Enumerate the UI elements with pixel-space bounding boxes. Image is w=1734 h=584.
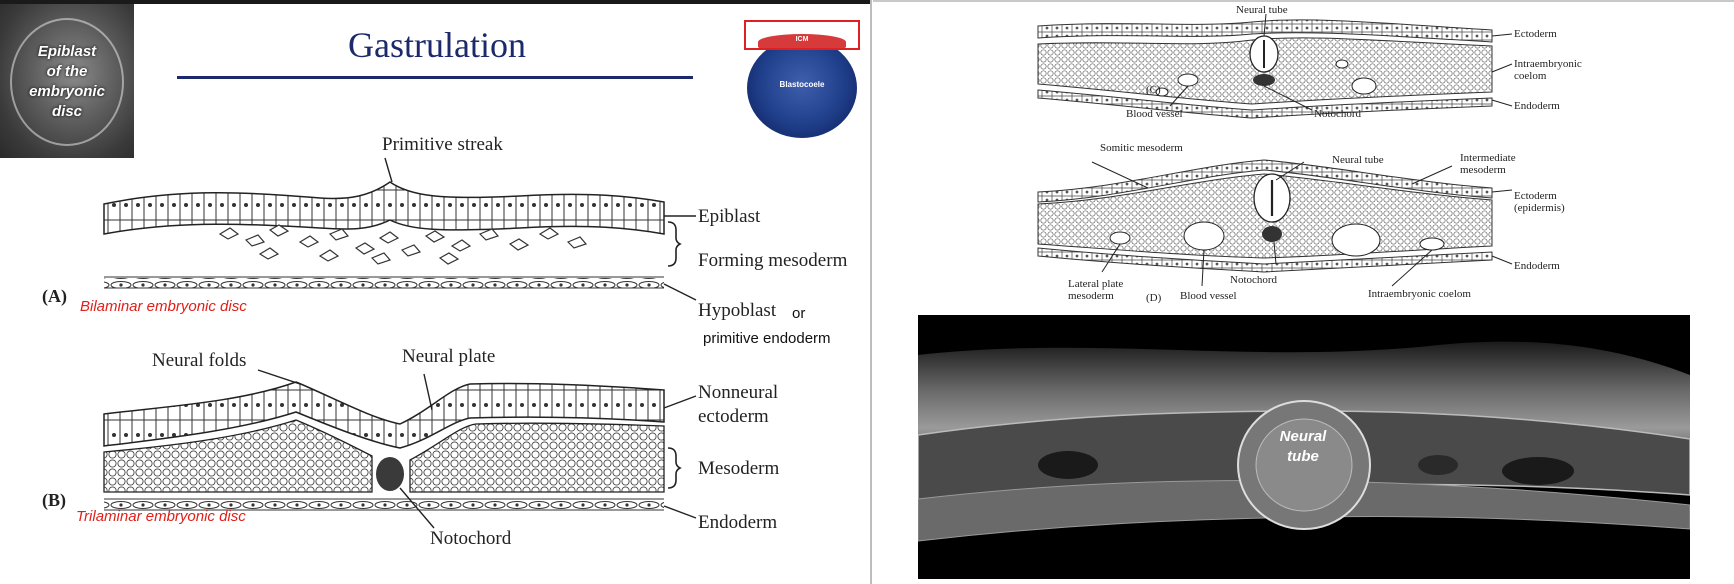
d-endoderm-label: Endoderm	[1514, 260, 1560, 272]
panel-b-letter: (B)	[42, 490, 66, 510]
sem-texture	[918, 341, 1690, 542]
slide-divider	[870, 0, 872, 584]
d-ectoderm-label-1: Ectoderm	[1514, 190, 1557, 202]
epiblast-sem-image: Epiblast of the embryonic disc	[0, 4, 134, 158]
panel-d-letter: (D)	[1146, 292, 1162, 304]
icm-label: ICM	[795, 36, 809, 43]
forming-mesoderm-label: Forming mesoderm	[698, 250, 848, 271]
primitive-streak-label: Primitive streak	[382, 134, 503, 155]
c-blood-vessel-label: Blood vessel	[1126, 108, 1183, 120]
d-neural-tube-label: Neural tube	[1332, 154, 1384, 166]
panel-c-illustration	[1037, 13, 1513, 119]
c-ectoderm-label: Ectoderm	[1514, 28, 1557, 40]
top-border-right	[873, 0, 1734, 2]
d-intermediate-label-1: Intermediate	[1460, 152, 1516, 164]
d-intermediate-label-2: mesoderm	[1460, 164, 1506, 176]
thumbnail-caption: Epiblast of the embryonic disc	[29, 43, 105, 120]
d-blood-vessel-label: Blood vessel	[1180, 290, 1237, 302]
top-border	[0, 0, 870, 4]
neural-folds-label: Neural folds	[152, 350, 247, 371]
icm-highlight-box	[744, 20, 860, 50]
panel-b-illustration	[103, 369, 697, 529]
endoderm-label: Endoderm	[698, 512, 778, 533]
panel-c-letter: (C)	[1146, 84, 1161, 96]
d-lateral-plate-label-1: Lateral plate	[1068, 278, 1124, 290]
epiblast-label: Epiblast	[698, 206, 761, 227]
mesoderm-cells	[218, 224, 588, 265]
hypoblast-or-label: or	[792, 305, 806, 322]
notochord-label: Notochord	[430, 528, 512, 549]
inner-cell-mass	[758, 34, 846, 50]
primitive-endoderm-label: primitive endoderm	[703, 330, 831, 347]
trilaminar-caption: Trilaminar embryonic disc	[76, 508, 246, 525]
sem-neural-tube-caption: Neural tube	[1279, 428, 1327, 465]
blastocoele-label: Blastocoele	[779, 80, 825, 89]
panel-d-illustration	[1037, 159, 1513, 287]
c-notochord-label: Notochord	[1314, 108, 1362, 120]
hypoblast-label: Hypoblast	[698, 300, 777, 321]
c-endoderm-label: Endoderm	[1514, 100, 1560, 112]
title-underline	[177, 76, 693, 79]
c-neural-tube-label: Neural tube	[1236, 4, 1288, 16]
slide-title: Gastrulation	[348, 25, 526, 65]
c-coelom-label-2: coelom	[1514, 70, 1547, 82]
d-ectoderm-label-2: (epidermis)	[1514, 202, 1565, 214]
nonneural-label: Nonneural	[698, 382, 779, 403]
mesoderm-label: Mesoderm	[698, 458, 780, 479]
ectoderm-label: ectoderm	[698, 406, 769, 427]
d-lateral-plate-label-2: mesoderm	[1068, 290, 1114, 302]
right-slide: (C) Neural tube Ectoderm Intraembryonic …	[872, 0, 1734, 584]
d-notochord-label: Notochord	[1230, 274, 1278, 286]
neural-plate-label: Neural plate	[402, 346, 496, 367]
panel-a-letter: (A)	[42, 286, 67, 306]
d-somitic-label: Somitic mesoderm	[1100, 142, 1183, 154]
c-coelom-label-1: Intraembryonic	[1514, 58, 1582, 70]
left-slide: Epiblast of the embryonic disc Gastrulat…	[0, 4, 860, 549]
blastocyst-icon: ICM Blastocoele	[744, 20, 860, 138]
blastocyst-ball	[747, 38, 857, 138]
neural-tube-sem-image: Neural tube	[918, 315, 1690, 579]
d-coelom-label: Intraembryonic coelom	[1368, 288, 1471, 300]
bilaminar-caption: Bilaminar embryonic disc	[80, 298, 247, 315]
disc-outline	[10, 18, 124, 146]
panel-a-illustration	[103, 157, 697, 301]
